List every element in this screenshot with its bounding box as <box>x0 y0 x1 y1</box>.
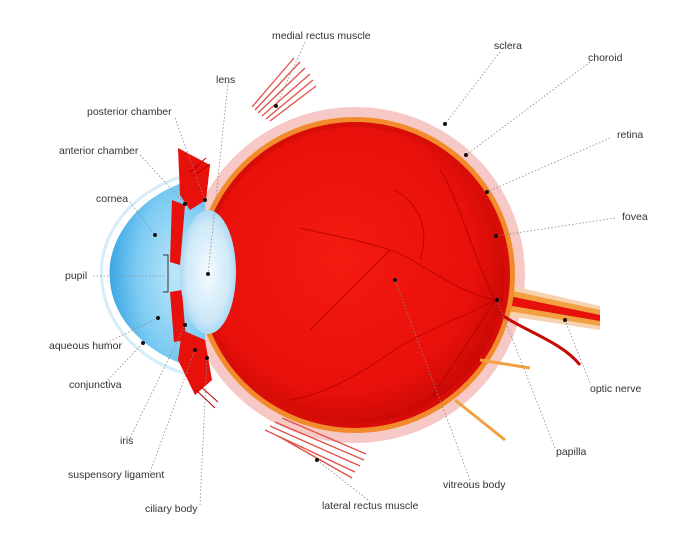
label-retina: retina <box>617 129 644 141</box>
label-optic-nerve: optic nerve <box>590 383 642 395</box>
lateral-rectus-muscle-shape <box>264 417 367 479</box>
label-conjunctiva: conjunctiva <box>69 379 122 391</box>
label-lateral-rectus-muscle: lateral rectus muscle <box>322 500 419 512</box>
label-suspensory-ligament: suspensory ligament <box>68 469 165 481</box>
conjunctiva-shape <box>99 170 206 380</box>
ciliary-folds <box>189 157 219 409</box>
optic-nerve-shape <box>495 282 600 330</box>
label-medial-rectus-muscle: medial rectus muscle <box>272 30 371 42</box>
external-vessels <box>454 358 531 442</box>
label-iris: iris <box>120 435 134 447</box>
marker-dots <box>141 104 567 462</box>
leader-lines <box>93 41 616 506</box>
label-sclera: sclera <box>494 40 523 52</box>
label-fovea: fovea <box>622 211 648 223</box>
label-ciliary-body: ciliary body <box>145 503 198 515</box>
blood-vessels <box>289 169 496 401</box>
label-choroid: choroid <box>588 52 623 64</box>
label-lens: lens <box>216 74 236 86</box>
label-aqueous-humor: aqueous humor <box>49 340 122 352</box>
label-papilla: papilla <box>556 446 587 458</box>
label-cornea: cornea <box>96 193 129 205</box>
label-pupil: pupil <box>65 270 88 282</box>
label-anterior-chamber: anterior chamber <box>59 145 139 157</box>
pupil-bracket <box>163 254 169 293</box>
label-vitreous-body: vitreous body <box>443 479 506 491</box>
papilla-vessel <box>494 308 582 366</box>
iris-ciliary-shape <box>170 148 212 395</box>
label-posterior-chamber: posterior chamber <box>87 106 172 118</box>
vitreous-body-shape <box>205 127 505 423</box>
medial-rectus-muscle-shape <box>251 57 317 122</box>
